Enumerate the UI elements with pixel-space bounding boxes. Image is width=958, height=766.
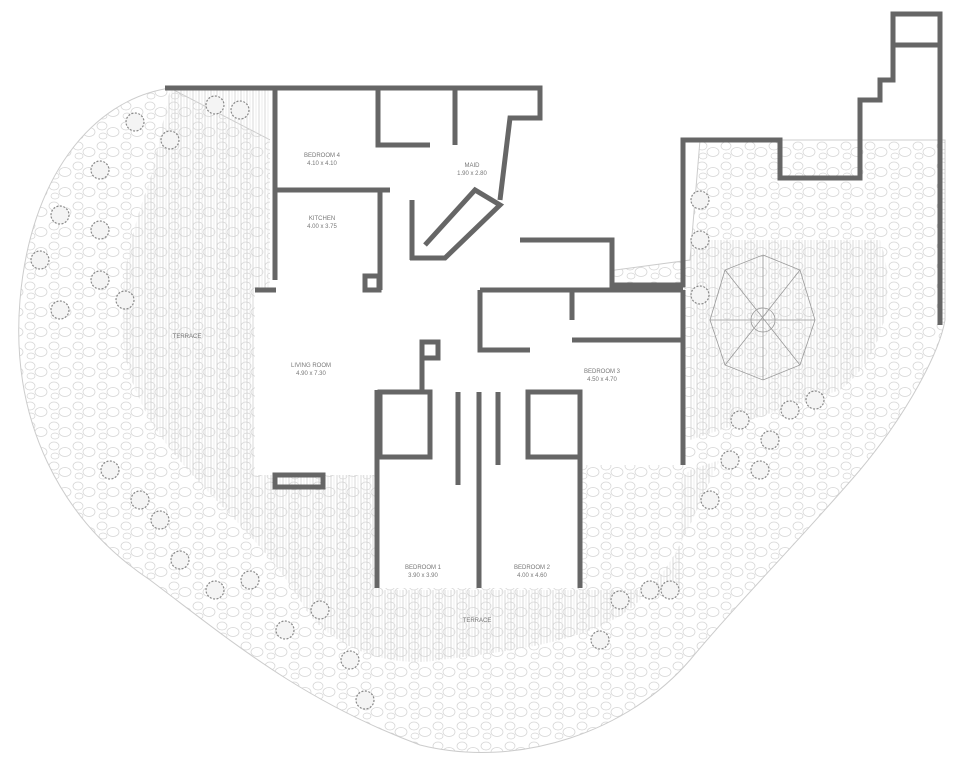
plant [90, 160, 110, 180]
walls [165, 11, 943, 588]
plant [700, 490, 720, 510]
plant [205, 580, 225, 600]
plant [115, 290, 135, 310]
plant [640, 580, 660, 600]
plant [205, 95, 225, 115]
plant [760, 430, 780, 450]
plant [160, 130, 180, 150]
plant [130, 490, 150, 510]
plant [310, 600, 330, 620]
gazebo [709, 254, 816, 381]
plant [230, 100, 250, 120]
plant [150, 510, 170, 530]
plant [340, 650, 360, 670]
terrace-deck-east [690, 240, 888, 440]
interior [255, 88, 683, 588]
plant [50, 205, 70, 225]
plant [720, 450, 740, 470]
plant [170, 550, 190, 570]
plant [660, 580, 680, 600]
plant [610, 590, 630, 610]
plant [90, 270, 110, 290]
plant [590, 630, 610, 650]
plantings [30, 95, 825, 710]
terrace-label-west: TERRACE [172, 334, 202, 340]
plant [90, 220, 110, 240]
plant [690, 285, 710, 305]
plant [275, 620, 295, 640]
plant [30, 250, 50, 270]
plant [355, 690, 375, 710]
plant [805, 390, 825, 410]
terrace-deck-west [121, 90, 721, 662]
plant [50, 300, 70, 320]
plant [100, 460, 120, 480]
plant [730, 410, 750, 430]
plant [240, 570, 260, 590]
plant [750, 460, 770, 480]
plant [125, 112, 145, 132]
terrace-label-south: TERRACE [462, 618, 492, 624]
plant [780, 400, 800, 420]
plant [690, 230, 710, 250]
plant [690, 190, 710, 210]
